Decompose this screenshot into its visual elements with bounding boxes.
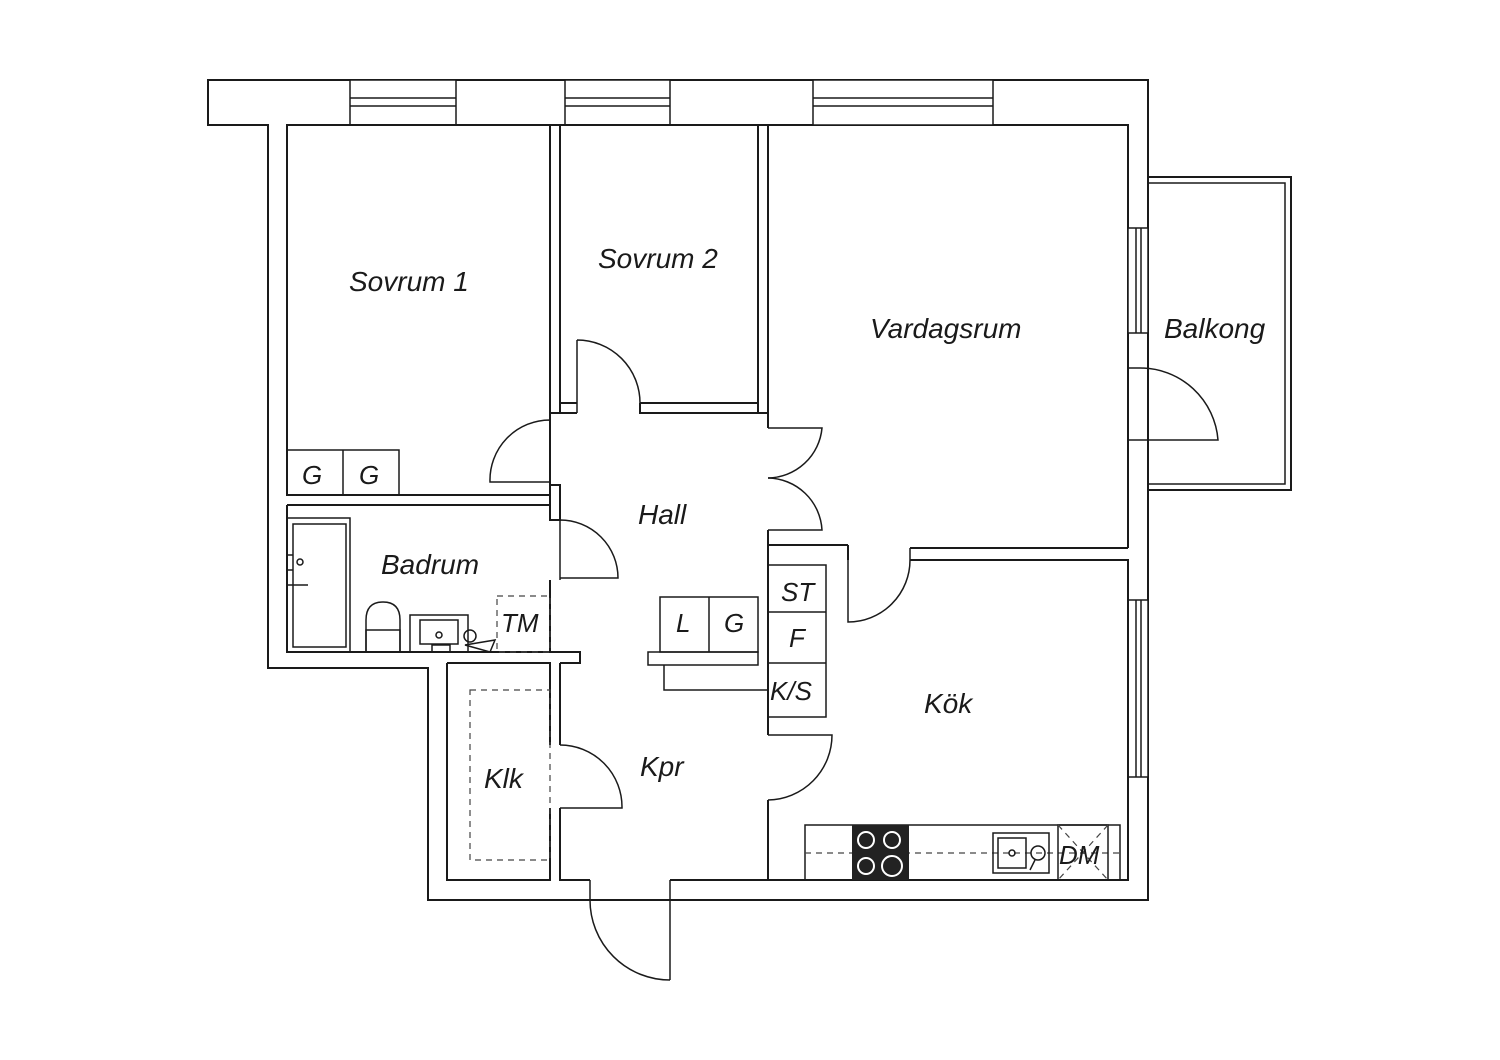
label-wardrobe-g2: G [359,460,379,490]
label-f: F [789,623,807,653]
window-icon [812,79,994,126]
label-l: L [676,608,690,638]
hall-cabinets [647,596,768,691]
dishwasher-icon [1057,824,1109,881]
label-kok: Kök [924,688,974,719]
label-tm: TM [501,608,539,638]
toilet-icon [365,601,401,653]
shower-icon [286,517,351,653]
wardrobe [469,689,551,861]
label-sovrum-1: Sovrum 1 [349,266,469,297]
label-balkong: Balkong [1164,313,1266,344]
label-wardrobe-g1: G [302,460,322,490]
window-icon [564,79,671,126]
label-ks: K/S [770,676,813,706]
balcony [1147,176,1292,491]
kitchen-counter [804,824,1121,881]
label-g3: G [724,608,744,638]
sink-icon [992,832,1050,874]
label-dm: DM [1059,840,1100,870]
door-swing-icon [489,339,1219,981]
window-icon [1127,599,1149,778]
stove-icon [852,825,909,880]
washbasin-icon [409,614,469,653]
washing-machine-icon [463,595,551,653]
label-vardagsrum: Vardagsrum [870,313,1021,344]
window-icon [1127,227,1149,334]
label-kpr: Kpr [640,751,685,782]
label-st: ST [781,577,816,607]
label-badrum: Badrum [381,549,479,580]
label-klk: Klk [484,763,525,794]
label-hall: Hall [638,499,687,530]
kitchen-cabinets [767,564,827,718]
window-icon [349,79,457,126]
label-sovrum-2: Sovrum 2 [598,243,718,274]
